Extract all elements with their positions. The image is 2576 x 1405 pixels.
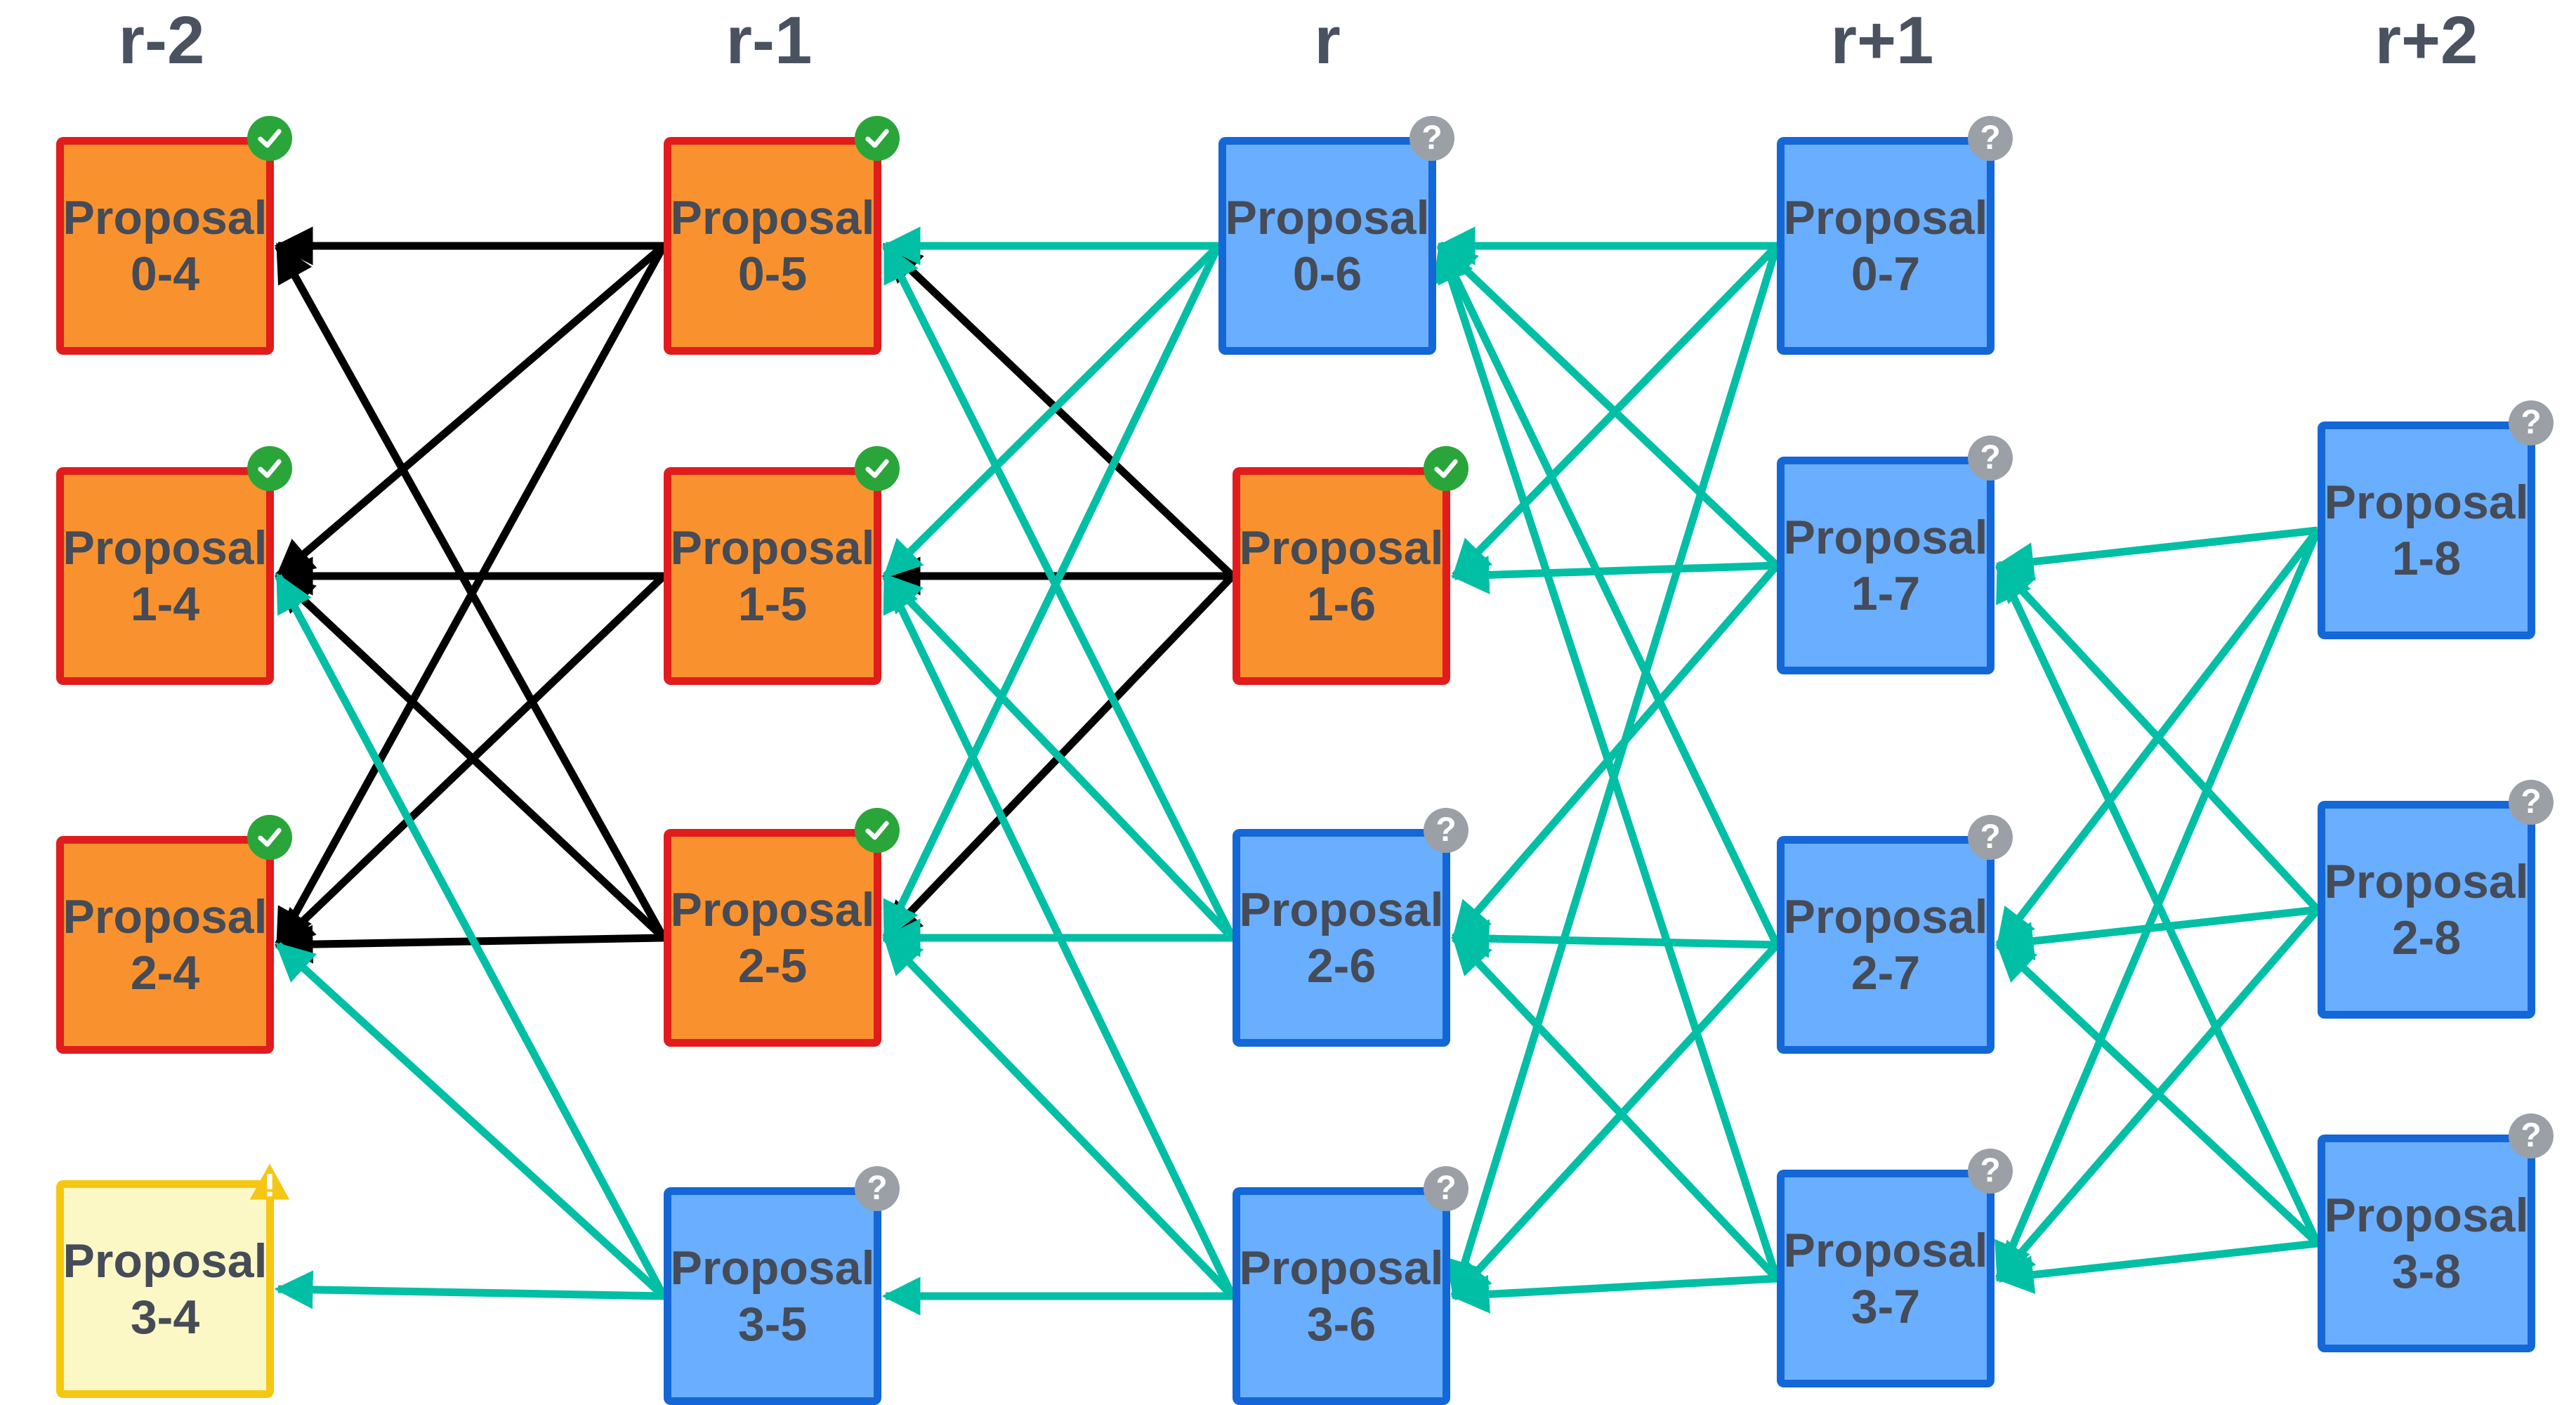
- proposal-label: Proposal 2-4: [63, 889, 268, 1000]
- proposal-node-3-8: Proposal 3-8: [2318, 1135, 2535, 1352]
- proposal-label: Proposal 1-4: [63, 521, 268, 631]
- edge-3-8-to-1-7: [1995, 562, 2321, 1246]
- question-icon: ?: [855, 1166, 900, 1211]
- question-icon: ?: [1968, 815, 2013, 860]
- proposal-node-1-8: Proposal 1-8: [2318, 422, 2535, 639]
- question-icon: ?: [1424, 808, 1468, 853]
- proposal-label: Proposal 3-4: [63, 1234, 268, 1344]
- edge-2-7-to-2-6: [1450, 919, 1777, 958]
- proposal-node-0-7: Proposal 0-7: [1777, 137, 1995, 355]
- proposal-label: Proposal 2-5: [670, 882, 875, 993]
- edge-0-6-to-1-5: [883, 243, 1221, 579]
- proposal-label: Proposal 0-6: [1225, 190, 1430, 301]
- proposal-label: Proposal 1-6: [1239, 521, 1444, 631]
- edge-3-5-to-3-4: [274, 1270, 664, 1309]
- round-label-r: r: [1314, 3, 1341, 78]
- proposal-node-2-8: Proposal 2-8: [2318, 801, 2535, 1019]
- edge-1-8-to-1-7: [1995, 526, 2318, 581]
- round-label-r-1: r-1: [725, 3, 813, 78]
- question-icon: ?: [2509, 1113, 2554, 1158]
- proposal-node-0-6: Proposal 0-6: [1218, 137, 1436, 355]
- edge-3-8-to-2-7: [1995, 941, 2320, 1247]
- edge-3-7-to-0-6: [1433, 242, 1781, 1280]
- proposal-label: Proposal 1-5: [670, 521, 875, 631]
- check-icon: [1424, 446, 1468, 491]
- question-icon: ?: [1409, 116, 1454, 161]
- question-icon: ?: [1968, 1149, 2013, 1194]
- check-icon: [855, 116, 900, 161]
- proposal-node-1-4: Proposal 1-4: [56, 467, 274, 685]
- round-label-r+2: r+2: [2374, 3, 2478, 78]
- proposal-label: Proposal 0-7: [1783, 190, 1988, 301]
- edge-2-7-to-0-6: [1437, 242, 1780, 947]
- proposal-label: Proposal 3-5: [670, 1241, 875, 1351]
- round-label-r-2: r-2: [118, 3, 205, 78]
- question-icon: ?: [1968, 116, 2013, 161]
- edge-3-7-to-2-6: [1452, 935, 1780, 1281]
- proposal-node-2-6: Proposal 2-6: [1233, 829, 1450, 1047]
- edge-3-7-to-3-6: [1450, 1274, 1777, 1314]
- check-icon: [247, 815, 292, 860]
- edge-3-5-to-2-4: [275, 941, 666, 1300]
- edge-1-7-to-0-6: [1438, 243, 1780, 568]
- proposal-label: Proposal 3-7: [1783, 1223, 1988, 1333]
- proposal-label: Proposal 1-8: [2324, 475, 2529, 585]
- proposal-label: Proposal 0-5: [670, 190, 875, 301]
- proposal-label: Proposal 3-8: [2324, 1188, 2529, 1298]
- edge-0-7-to-3-6: [1446, 244, 1781, 1300]
- round-label-r+1: r+1: [1830, 3, 1934, 78]
- proposal-label: Proposal 2-6: [1239, 882, 1444, 993]
- edge-2-8-to-1-7: [1995, 562, 2321, 913]
- proposal-node-3-5: Proposal 3-5: [664, 1187, 881, 1405]
- proposal-node-2-5: Proposal 2-5: [664, 829, 881, 1047]
- proposal-node-1-5: Proposal 1-5: [664, 467, 881, 685]
- check-icon: [247, 446, 292, 491]
- edge-2-6-to-0-5: [882, 242, 1236, 940]
- edge-3-5-to-1-4: [275, 573, 667, 1298]
- edge-0-5-to-1-4: [275, 242, 666, 580]
- check-icon: [855, 808, 900, 853]
- question-icon: ?: [2509, 780, 2554, 825]
- check-icon: [247, 116, 292, 161]
- edge-1-6-to-0-5: [883, 243, 1235, 579]
- edge-2-6-to-1-5: [883, 573, 1235, 941]
- proposal-node-0-4: Proposal 0-4: [56, 137, 274, 355]
- proposal-label: Proposal 0-4: [63, 190, 268, 301]
- edge-0-6-to-2-5: [882, 244, 1222, 941]
- edge-1-7-to-1-6: [1450, 555, 1777, 594]
- edge-3-8-to-3-7: [1995, 1239, 2318, 1294]
- edge-2-5-to-1-4: [275, 573, 666, 941]
- proposal-label: Proposal 1-7: [1783, 510, 1988, 620]
- edge-3-6-to-2-5: [883, 935, 1235, 1299]
- proposal-node-0-5: Proposal 0-5: [664, 137, 881, 355]
- proposal-node-3-4: Proposal 3-4: [56, 1180, 274, 1398]
- proposal-label: Proposal 2-8: [2324, 854, 2529, 965]
- edge-2-8-to-2-7: [1995, 906, 2318, 960]
- proposal-node-1-6: Proposal 1-6: [1233, 467, 1450, 685]
- question-icon: ?: [1968, 436, 2013, 481]
- question-icon: ?: [2509, 400, 2554, 445]
- proposal-node-1-7: Proposal 1-7: [1777, 457, 1995, 674]
- question-icon: ?: [1424, 1166, 1468, 1211]
- edge-2-5-to-0-4: [275, 242, 667, 940]
- warning-icon: [247, 1159, 292, 1204]
- edge-3-6-to-1-5: [882, 573, 1236, 1298]
- check-icon: [855, 446, 900, 491]
- proposal-node-2-7: Proposal 2-7: [1777, 836, 1995, 1054]
- proposal-node-3-7: Proposal 3-7: [1777, 1170, 1995, 1387]
- edge-2-7-to-3-6: [1451, 942, 1780, 1300]
- proposal-label: Proposal 3-6: [1239, 1241, 1444, 1351]
- proposal-label: Proposal 2-7: [1783, 889, 1988, 1000]
- edge-1-7-to-2-6: [1451, 563, 1780, 941]
- proposal-node-2-4: Proposal 2-4: [56, 836, 274, 1054]
- proposal-node-3-6: Proposal 3-6: [1233, 1187, 1450, 1405]
